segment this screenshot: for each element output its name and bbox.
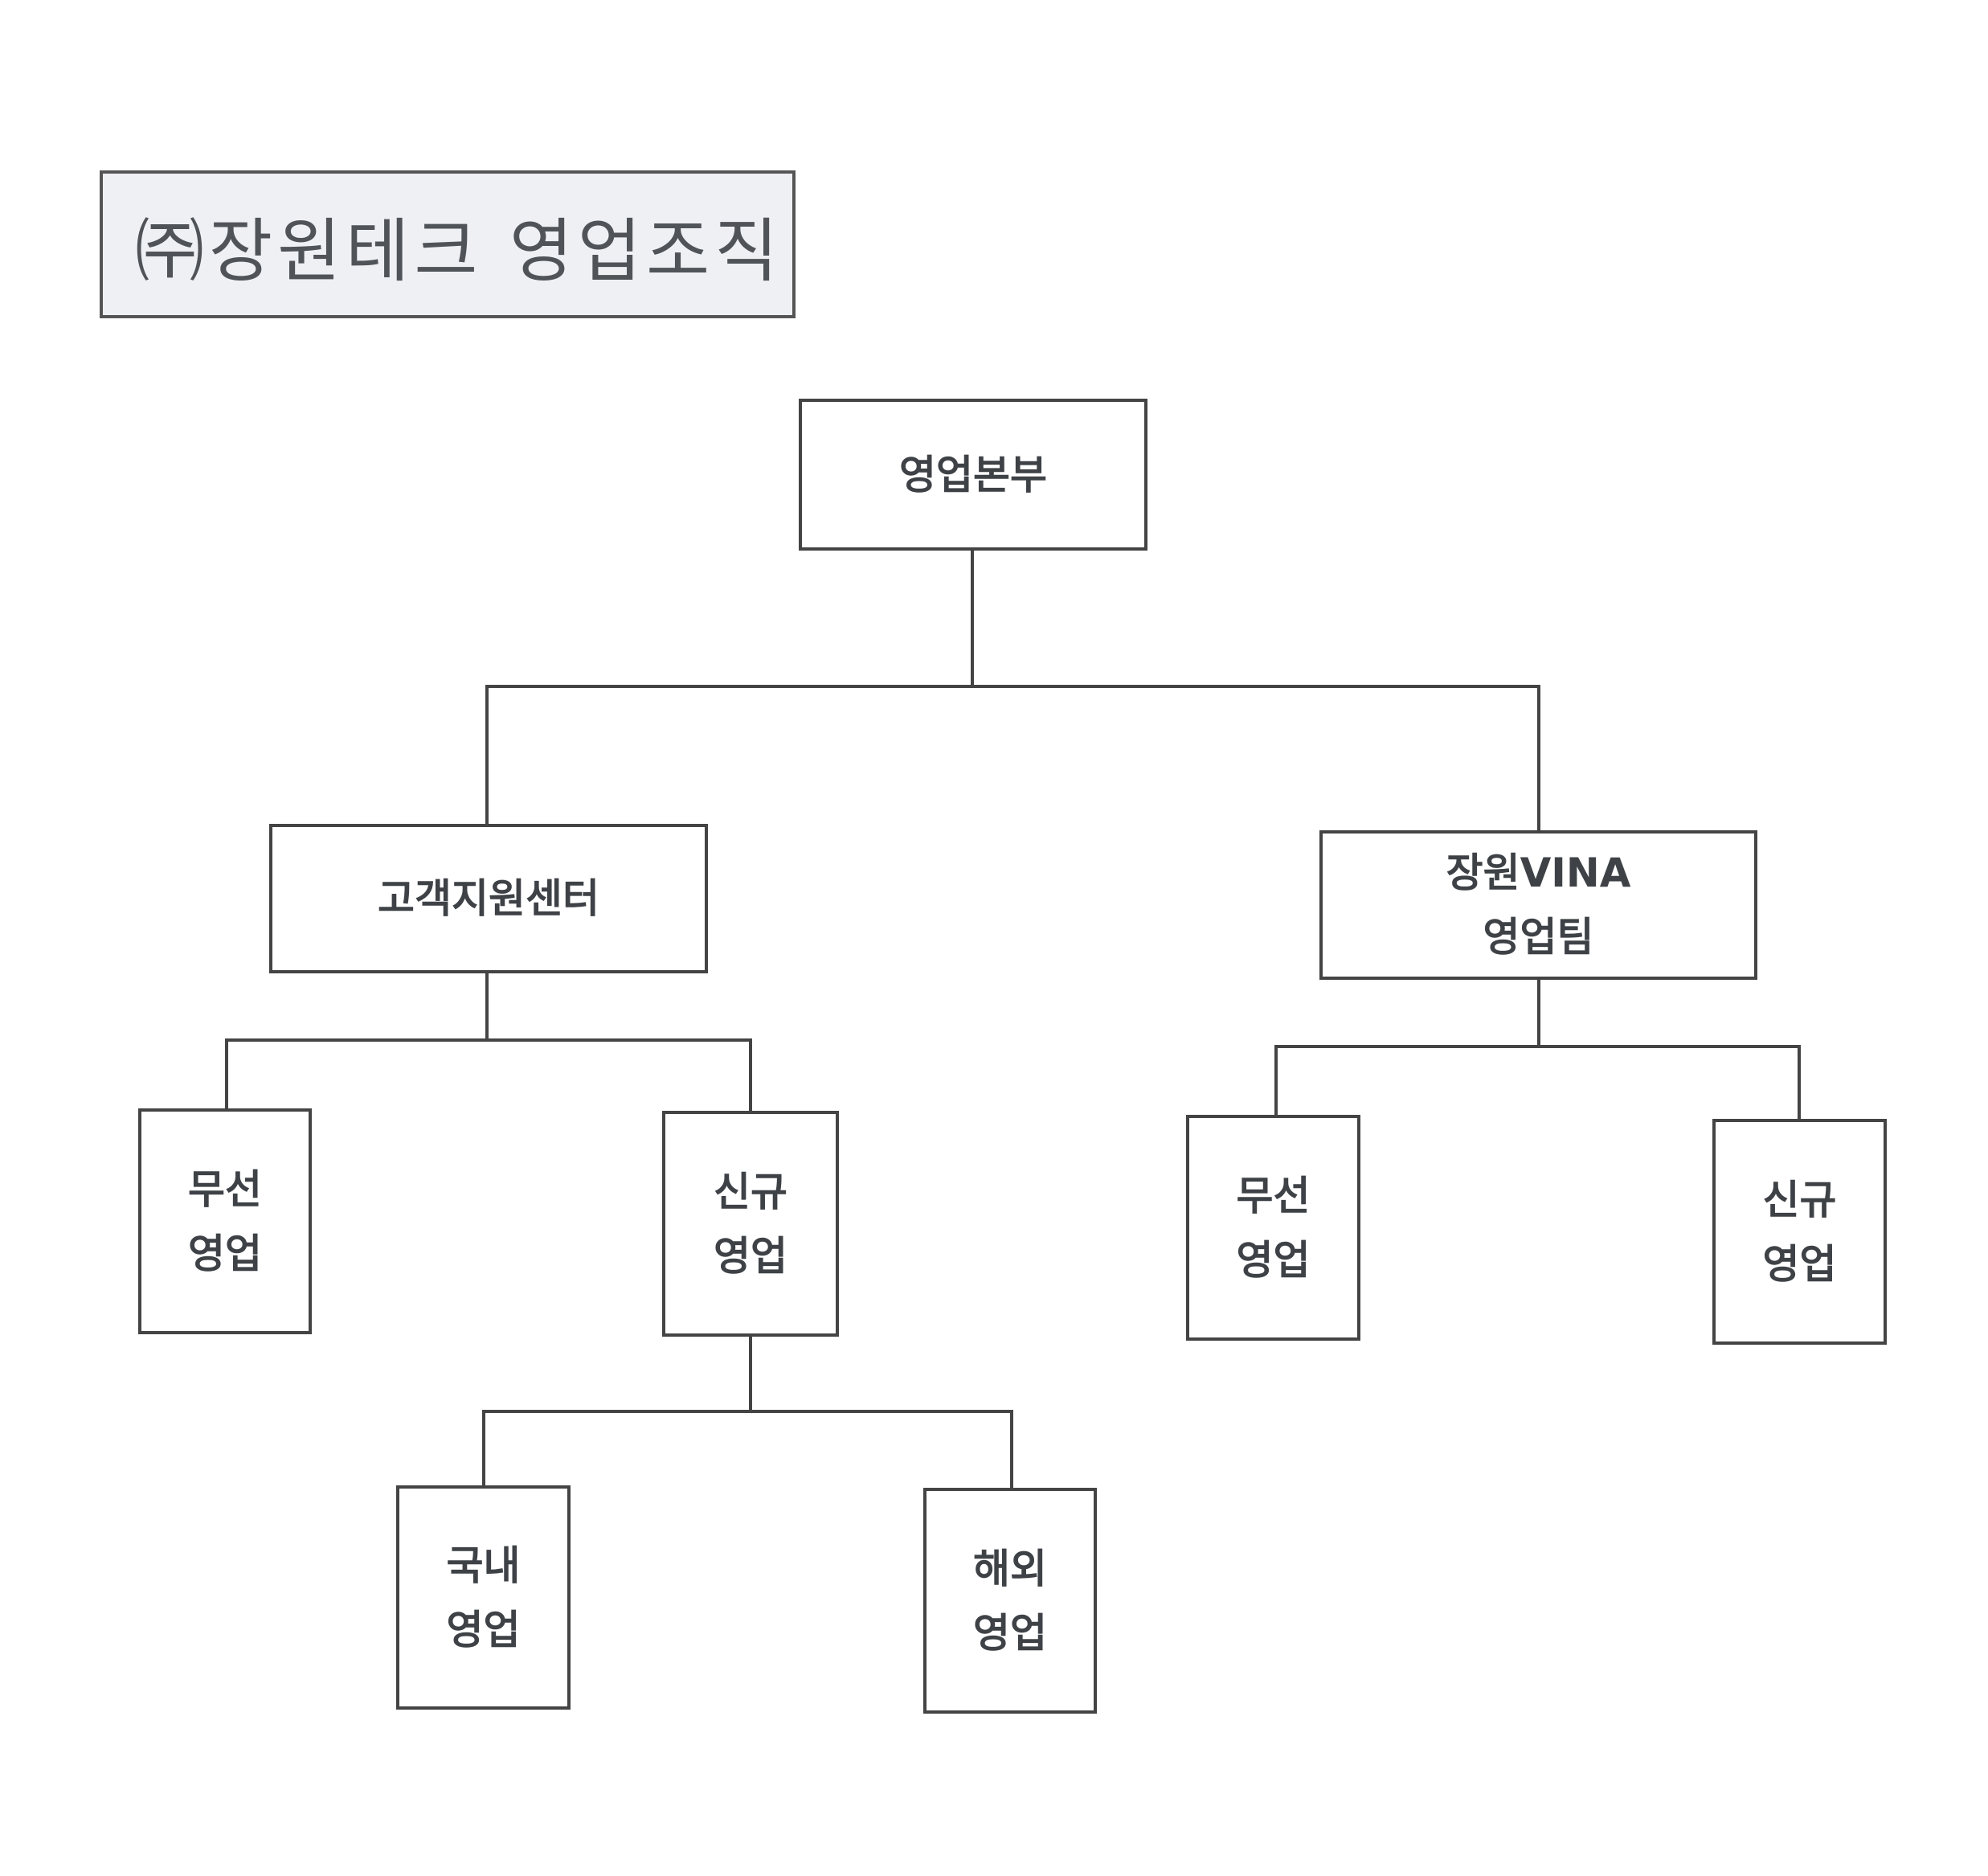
connector [485,973,489,1040]
connector [485,685,1540,688]
node-label: 장원VINA [1446,850,1631,896]
node-label: 영업 [1236,1236,1311,1284]
connector [1010,1410,1013,1488]
node-label: 영업본부 [899,451,1047,498]
node-label: 신규 [714,1168,787,1215]
connector [225,1038,752,1042]
node-label: 영업 [714,1232,787,1280]
node-label: 영업팀 [1483,914,1594,961]
node-label: 신규 [1762,1176,1837,1223]
connector [482,1410,1013,1413]
node-label: 고객지원센터 [378,875,599,922]
connector [971,551,974,688]
node-vina-sales-team: 장원VINA 영업팀 [1319,830,1757,980]
node-label: 영업 [1762,1240,1837,1288]
node-label: 무선 [188,1165,262,1213]
connector [749,1337,752,1411]
node-label: 해외 [973,1545,1047,1592]
node-customer-support-center: 고객지원센터 [269,824,708,973]
connector [1798,1045,1801,1119]
connector [749,1038,752,1111]
node-label: 영업 [446,1606,521,1653]
connector [482,1410,485,1485]
node-label: 국내 [446,1542,521,1589]
connector [485,685,489,824]
node-label: 영업 [188,1230,262,1277]
connector [1537,685,1540,830]
node-label: 영업 [973,1609,1047,1657]
connector [225,1038,228,1108]
connector [1274,1045,1278,1115]
chart-title: ㈜장원테크 영업조직 [100,170,796,318]
connector [1274,1045,1801,1048]
node-sales-hq: 영업본부 [799,399,1147,551]
node-label: 무선 [1236,1172,1311,1219]
connector [1537,980,1540,1047]
